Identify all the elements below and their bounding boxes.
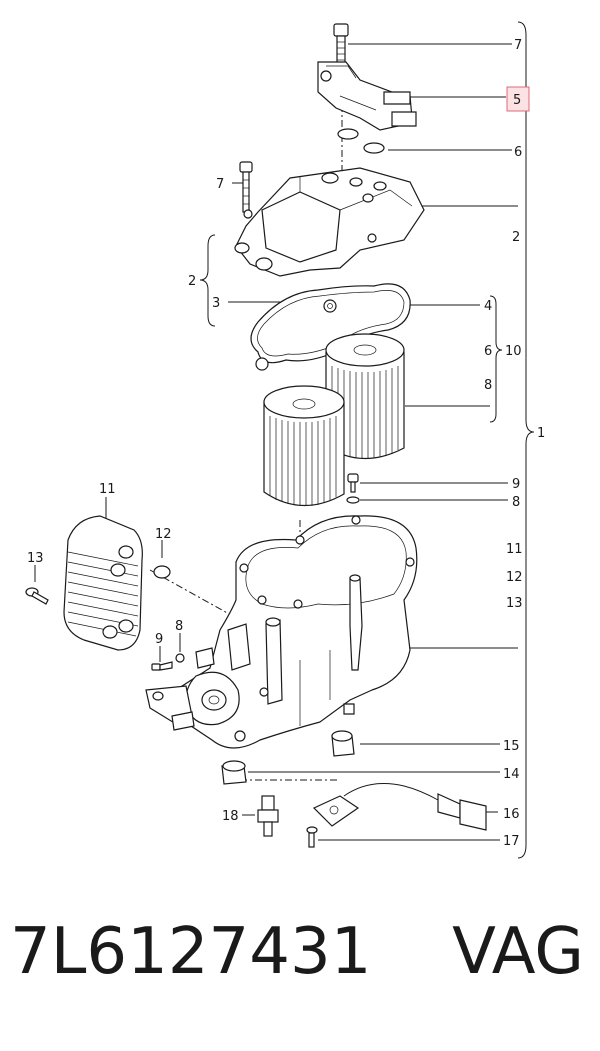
callout-11-right: 11 — [506, 542, 523, 557]
group-bracket-10 — [489, 295, 503, 423]
filter-element-part-8-rear — [325, 333, 405, 460]
brand-name: VAG — [452, 915, 584, 989]
callout-9-right: 9 — [512, 477, 520, 492]
filter-cover-part-2 — [234, 167, 425, 277]
bolt-part-7-left — [239, 161, 253, 213]
callout-7-top: 7 — [514, 38, 522, 53]
callout-8-mid: 8 — [484, 378, 492, 393]
screw-part-17 — [306, 826, 318, 848]
parts-exploded-diagram: 7 5 6 7 2 2 3 4 6 10 8 1 9 8 11 12 13 11… — [25, 21, 545, 859]
bolt-part-13 — [25, 587, 49, 605]
callout-18: 18 — [222, 809, 239, 824]
callout-12-left: 12 — [155, 527, 172, 542]
callout-9-left: 9 — [155, 632, 163, 647]
callout-8-right: 8 — [512, 495, 520, 510]
cooler-part-11 — [63, 515, 143, 651]
callout-12-right: 12 — [506, 570, 523, 585]
callout-10: 10 — [505, 344, 522, 359]
plug-part-15 — [331, 730, 355, 757]
callout-1: 1 — [537, 426, 545, 441]
callout-2-left: 2 — [188, 274, 196, 289]
callout-6-top: 6 — [514, 145, 522, 160]
filter-element-part-8-front — [263, 385, 345, 507]
seal-part-14 — [221, 760, 247, 785]
callout-15: 15 — [503, 739, 520, 754]
gasket-part-4 — [250, 283, 411, 371]
callout-6-mid: 6 — [484, 344, 492, 359]
callout-14: 14 — [503, 767, 520, 782]
callout-7-left: 7 — [216, 177, 224, 192]
seal-rings-part-6-top — [337, 128, 385, 154]
seal-ring-part-12 — [153, 565, 171, 579]
leader-lines — [34, 43, 518, 841]
group-bracket-2-left — [199, 234, 216, 327]
bolt-part-7-top — [333, 23, 349, 65]
callout-17: 17 — [503, 834, 520, 849]
callout-4: 4 — [484, 299, 492, 314]
callout-11-top: 11 — [99, 482, 116, 497]
callout-5-highlight — [506, 86, 530, 112]
callout-2-right: 2 — [512, 230, 520, 245]
callout-8-left: 8 — [175, 619, 183, 634]
callout-labels: 7 5 6 7 2 2 3 4 6 10 8 1 9 8 11 12 13 11… — [27, 38, 545, 849]
callout-13-left: 13 — [27, 551, 44, 566]
callout-16: 16 — [503, 807, 520, 822]
callout-13-right: 13 — [506, 596, 523, 611]
callout-5: 5 — [513, 93, 521, 108]
filter-housing-part-1 — [145, 515, 418, 749]
part-number: 7L6127431 — [10, 915, 372, 989]
screw-part-9-left — [151, 653, 185, 671]
screw-part-9-right — [346, 473, 360, 504]
fitting-part-18 — [257, 795, 279, 837]
group-bracket-1 — [517, 21, 535, 859]
sensor-bracket-part-5 — [317, 61, 417, 131]
sensor-part-16 — [312, 783, 487, 831]
callout-3: 3 — [212, 296, 220, 311]
